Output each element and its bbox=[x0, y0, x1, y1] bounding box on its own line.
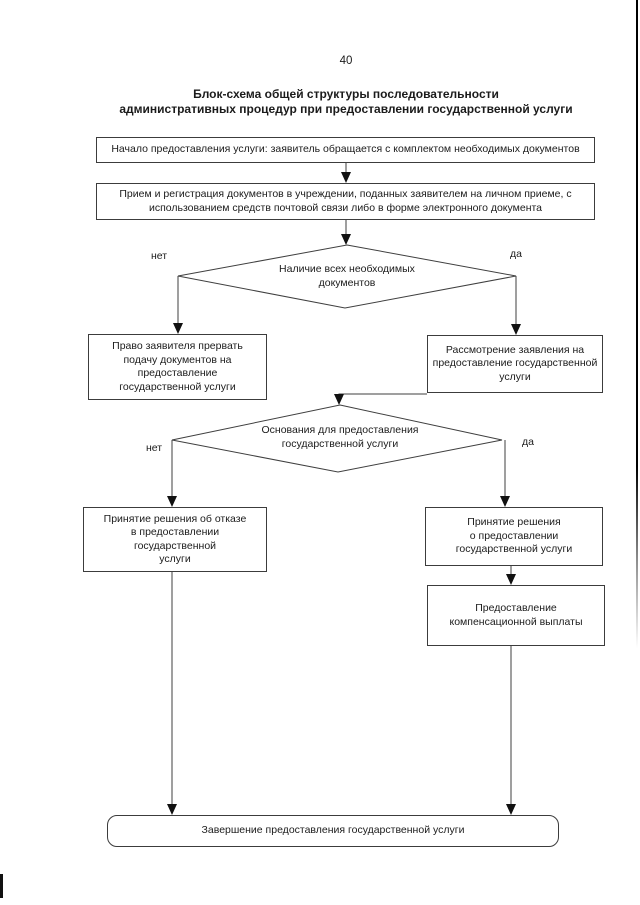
label-yes-1: да bbox=[510, 248, 522, 260]
node-compensation-payment: Предоставление компенсационной выплаты bbox=[427, 585, 605, 646]
node-start: Начало предоставления услуги: заявитель … bbox=[96, 137, 595, 163]
arrow-down-icon bbox=[511, 324, 521, 335]
arrow-down-icon bbox=[341, 234, 351, 245]
node-interrupt-right: Право заявителя прервать подачу документ… bbox=[88, 334, 267, 400]
node-review-application: Рассмотрение заявления на предоставление… bbox=[427, 335, 603, 393]
node-reception: Прием и регистрация документов в учрежде… bbox=[96, 183, 595, 220]
arrow-down-icon bbox=[167, 804, 177, 815]
edge-review-decision2 bbox=[338, 393, 427, 396]
node-finish: Завершение предоставления государственно… bbox=[107, 815, 559, 847]
label-no-2: нет bbox=[146, 442, 163, 454]
page-edge-line bbox=[636, 0, 638, 648]
decision-documents-diamond bbox=[177, 244, 517, 309]
arrow-down-icon bbox=[167, 496, 177, 507]
arrow-down-icon bbox=[173, 323, 183, 334]
page-number: 40 bbox=[339, 55, 353, 67]
node-grant-decision: Принятие решения о предоставлении госуда… bbox=[425, 507, 603, 566]
scan-artifact bbox=[0, 874, 3, 898]
label-no-1: нет bbox=[151, 250, 168, 262]
arrow-down-icon bbox=[500, 496, 510, 507]
label-yes-2: да bbox=[522, 436, 534, 448]
arrow-down-icon bbox=[506, 804, 516, 815]
arrow-down-icon bbox=[334, 394, 344, 405]
node-refusal-decision: Принятие решения об отказе в предоставле… bbox=[83, 507, 267, 572]
arrow-down-icon bbox=[341, 172, 351, 183]
decision-grounds-diamond bbox=[171, 404, 503, 473]
arrow-down-icon bbox=[506, 574, 516, 585]
diagram-title: Блок-схема общей структуры последователь… bbox=[119, 87, 573, 116]
decision-grounds-text: Основания для предоставления государстве… bbox=[261, 424, 419, 450]
decision-documents-text: Наличие всех необходимых документов bbox=[279, 263, 415, 289]
